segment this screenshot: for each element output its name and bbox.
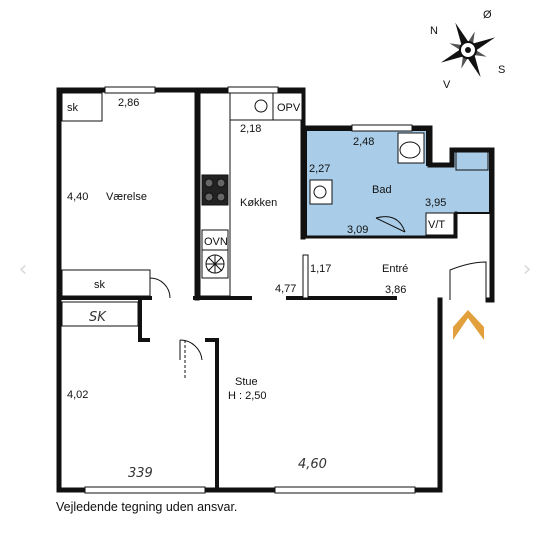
handwritten-460: 4,60 [298,457,327,472]
room1-width: 2,86 [118,97,139,109]
compass-icon [440,22,496,78]
bathroom-fixtures [309,132,489,236]
wardrobes [61,92,151,327]
prev-arrow-icon[interactable]: ‹ [18,257,28,282]
kitchen-fixtures [199,92,303,297]
compass-o: Ø [483,9,492,21]
handwritten-sk: SK [89,310,107,325]
compass-v: V [443,79,451,91]
living-name: Stue [235,376,258,388]
doors [149,261,487,380]
entry-arrow-icon [453,310,484,340]
windows [84,86,416,494]
room1-name: Værelse [106,191,147,203]
hall-wall [302,254,309,299]
vt-label: V/T [428,219,445,231]
oven-label: OVN [204,236,228,248]
bath-name: Bad [372,184,392,196]
next-arrow-icon[interactable]: › [522,257,532,282]
room1-depth: 4,40 [67,191,88,203]
kitchen-width: 2,18 [240,123,261,135]
hall-name: Entré [382,263,408,275]
living-depth: 4,02 [67,389,88,401]
sink-opv-label: OPV [277,102,301,114]
compass-n: N [430,25,438,37]
kitchen-name: Køkken [240,197,277,209]
hall-width: 1,17 [310,263,331,275]
bath-length: 3,09 [347,224,368,236]
compass-s: S [498,64,505,76]
wardrobe-label-bottom: sk [94,279,106,291]
kitchen-length: 4,77 [275,283,296,295]
hall-length: 3,86 [385,284,406,296]
bath-length-2: 3,95 [425,197,446,209]
disclaimer: Vejledende tegning uden ansvar. [56,500,238,514]
handwritten-339: 339 [128,466,153,481]
living-height: H : 2,50 [228,390,267,402]
bath-width: 2,48 [353,136,374,148]
bath-depth: 2,27 [309,163,330,175]
wardrobe-label-top: sk [67,102,79,114]
